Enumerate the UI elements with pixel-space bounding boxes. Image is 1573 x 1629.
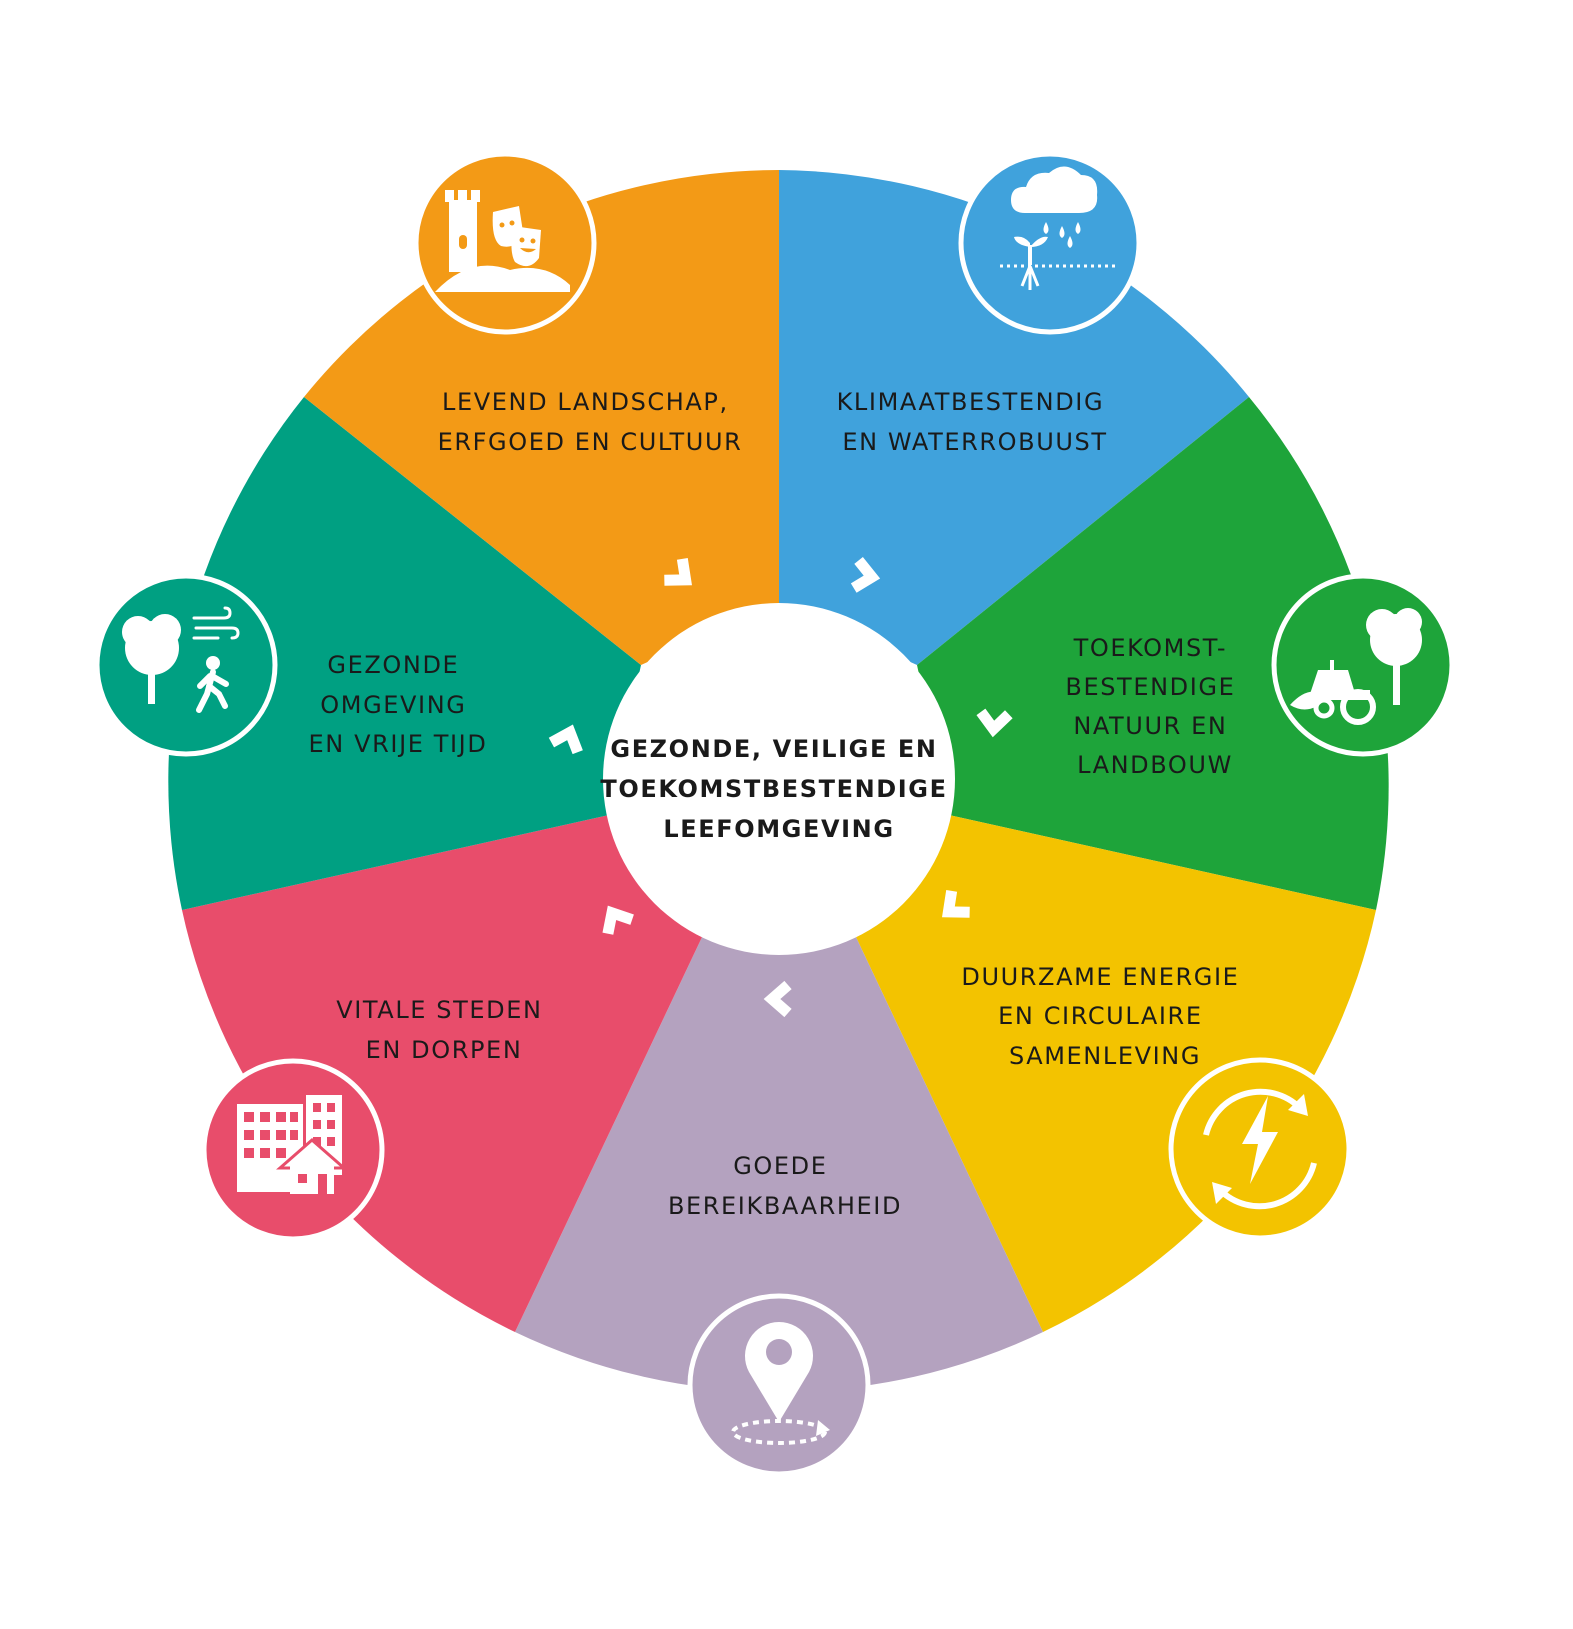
icon-badge-natuur (1271, 573, 1455, 757)
segment-label-line: GEZONDE (327, 651, 459, 679)
segment-label-energie: DUURZAME ENERGIE EN CIRCULAIRE SAMENLEVI… (961, 963, 1248, 1070)
segment-label-line: SAMENLEVING (1009, 1042, 1201, 1070)
segment-label-line: LANDBOUW (1077, 751, 1233, 779)
wheel-segments (168, 170, 1389, 1392)
icon-badge-klimaat (958, 151, 1142, 335)
segment-label-line: VITALE STEDEN (336, 996, 542, 1024)
icon-circles (94, 151, 1455, 1477)
segment-label-line: EN CIRCULAIRE (998, 1002, 1202, 1030)
segment-label-landschap: LEVEND LANDSCHAP, ERFGOED EN CULTUUR (438, 388, 743, 456)
segment-label-line: ERFGOED EN CULTUUR (438, 428, 743, 456)
icon-badge-energie (1168, 1057, 1352, 1241)
icon-badge-gezond (94, 573, 278, 757)
segment-label-klimaat: KLIMAATBESTENDIG EN WATERROBUUST (837, 388, 1114, 456)
location-pin-icon (731, 1321, 830, 1445)
tree-walker-icon (122, 606, 240, 713)
segment-label-steden: VITALE STEDEN EN DORPEN (336, 996, 552, 1064)
segment-label-line: NATUUR EN (1073, 712, 1227, 740)
segment-label-line: TOEKOMST- (1073, 634, 1228, 662)
segment-klimaat (779, 170, 1249, 665)
center-label: GEZONDE, VEILIGE EN TOEKOMSTBESTENDIGE L… (600, 735, 957, 843)
segment-label-line: EN VRIJE TIJD (309, 730, 488, 758)
icon-badge-landschap (413, 151, 597, 335)
center-label-line: GEZONDE, VEILIGE EN (610, 735, 937, 763)
segment-label-line: EN WATERROBUUST (842, 428, 1107, 456)
energy-cycle-icon (1203, 1088, 1317, 1210)
segment-label-line: GOEDE (733, 1152, 827, 1180)
segment-label-line: OMGEVING (320, 691, 466, 719)
icon-badge-bereikbaarheid (687, 1293, 871, 1477)
segment-energie (855, 815, 1376, 1332)
center-label-line: LEEFOMGEVING (663, 815, 894, 843)
segment-bereikbaarheid (515, 935, 1043, 1392)
segment-label-line: BEREIKBAARHEID (668, 1192, 902, 1220)
segment-label-gezond: GEZONDE OMGEVING EN VRIJE TIJD (309, 651, 488, 758)
rain-cloud-plant-icon (1011, 166, 1098, 265)
segment-label-line: BESTENDIGE (1065, 673, 1235, 701)
icon-badge-steden (201, 1058, 385, 1242)
segment-natuur (917, 397, 1389, 910)
segment-label-line: DUURZAME ENERGIE (961, 963, 1239, 991)
segment-landschap (304, 170, 779, 665)
buildings-house-icon (237, 1095, 348, 1194)
center-circle (603, 603, 955, 955)
segment-label-line: LEVEND LANDSCHAP, (442, 388, 729, 416)
tractor-tree-icon (1290, 608, 1422, 725)
segment-steden (182, 815, 703, 1332)
center-label-line: TOEKOMSTBESTENDIGE (600, 775, 947, 803)
segment-label-bereikbaarheid: GOEDE BEREIKBAARHEID (668, 1152, 902, 1220)
segment-gezond (168, 397, 641, 910)
segment-label-line: EN DORPEN (366, 1036, 523, 1064)
castle-masks-icon (435, 190, 570, 292)
segment-label-line: KLIMAATBESTENDIG (837, 388, 1105, 416)
segment-label-natuur: TOEKOMST- BESTENDIGE NATUUR EN LANDBOUW (1065, 634, 1244, 779)
